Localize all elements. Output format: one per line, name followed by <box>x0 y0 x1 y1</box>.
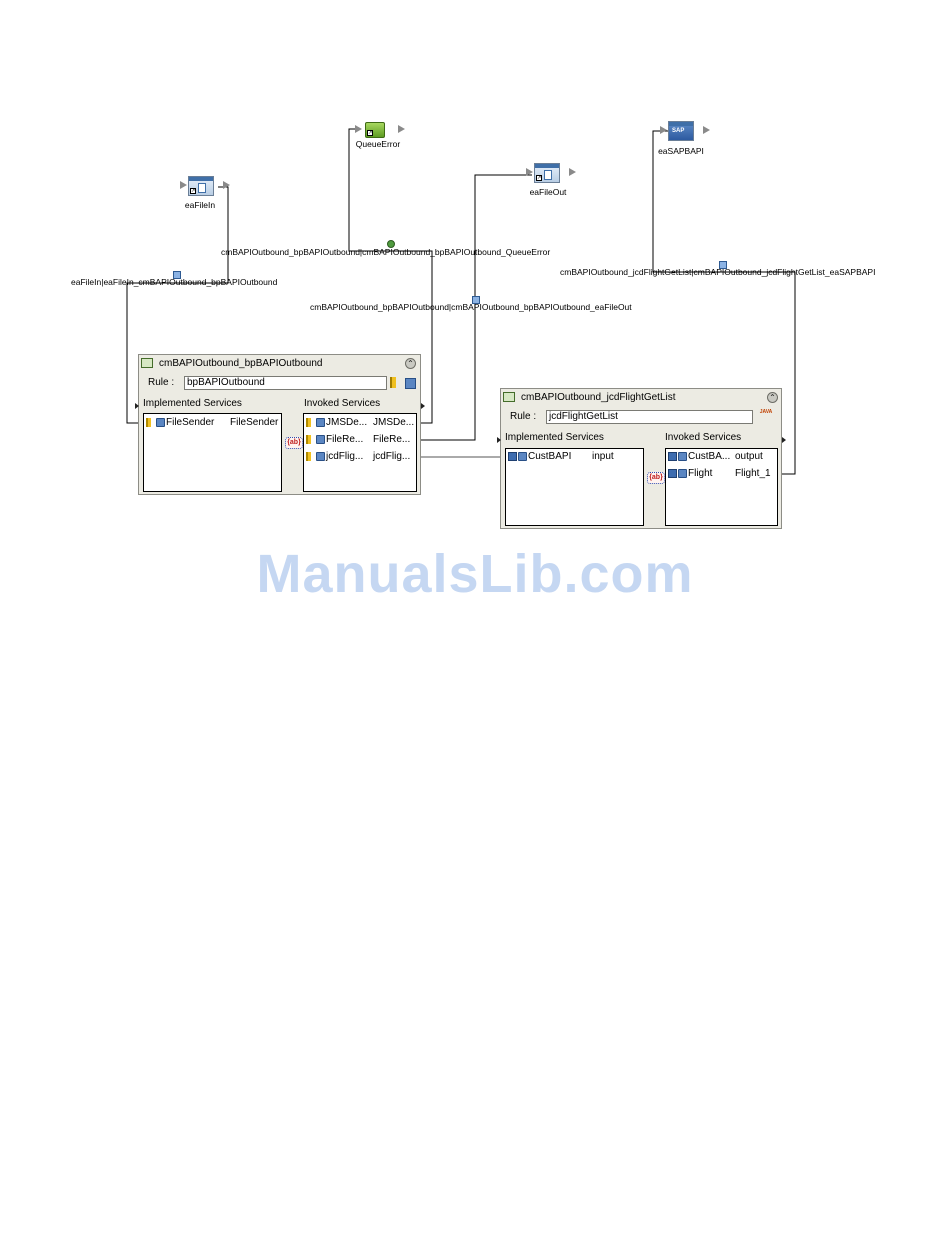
input-port-icon <box>660 126 667 134</box>
queueerror-label: QueueError <box>355 139 401 149</box>
mapping-icon[interactable]: {ab} <box>285 437 303 449</box>
invoked-services-label: Invoked Services <box>304 398 381 409</box>
service-icon <box>316 451 325 461</box>
connection-label-queueerror[interactable]: cmBAPIOutbound_bpBAPIOutbound|cmBAPIOutb… <box>221 247 551 257</box>
connector-badge-icon[interactable] <box>387 240 395 248</box>
connector-badge-icon[interactable] <box>173 271 181 279</box>
rule-field[interactable]: bpBAPIOutbound <box>184 376 387 390</box>
collapse-icon[interactable]: ⌃ <box>767 392 778 403</box>
file-adapter-icon: ↗ <box>188 176 214 196</box>
connection-label-easapbapi[interactable]: cmBAPIOutbound_jcdFlightGetList|cmBAPIOu… <box>560 267 876 277</box>
panel-port-icon[interactable] <box>782 437 786 443</box>
service-icon <box>678 451 687 461</box>
invoked-services-list[interactable]: JMSDe... JMSDe... FileRe... FileRe... jc… <box>303 413 417 492</box>
service-tree-icon <box>306 434 315 444</box>
queueerror-node[interactable]: ↗ <box>355 120 405 142</box>
eafilein-node[interactable]: ↗ <box>180 176 230 198</box>
invoked-services-label: Invoked Services <box>665 432 742 443</box>
line-easapbapi <box>652 130 796 475</box>
connector-badge-icon[interactable] <box>472 296 480 304</box>
java-collaboration-icon[interactable]: JAVA <box>759 409 773 415</box>
service-icon <box>518 451 527 461</box>
service-icon <box>316 434 325 444</box>
output-port-icon <box>569 168 576 176</box>
list-item[interactable]: jcdFlig... jcdFlig... <box>306 450 416 464</box>
implemented-services-list[interactable]: FileSender FileSender <box>143 413 282 492</box>
easapbapi-label: eaSAPBAPI <box>658 146 704 156</box>
collaboration-panel-bpbapioutbound[interactable]: cmBAPIOutbound_bpBAPIOutbound ⌃ Rule : b… <box>138 354 421 495</box>
watermark: ManualsLib.com <box>256 544 694 604</box>
easapbapi-node[interactable]: SAP <box>660 121 710 143</box>
service-tree-icon <box>668 451 677 461</box>
business-process-icon[interactable] <box>390 377 401 388</box>
service-tree-icon <box>508 451 517 461</box>
eafileout-label: eaFileOut <box>529 187 567 197</box>
collaboration-icon <box>503 392 515 402</box>
service-tree-icon <box>146 417 155 427</box>
input-port-icon <box>526 168 533 176</box>
panel-port-icon[interactable] <box>497 437 501 443</box>
panel-port-icon[interactable] <box>135 403 139 409</box>
panel-title: cmBAPIOutbound_bpBAPIOutbound <box>159 358 323 369</box>
input-port-icon <box>355 125 362 133</box>
eafilein-label: eaFileIn <box>184 200 216 210</box>
sap-adapter-icon: SAP <box>668 121 694 141</box>
service-tree-icon <box>306 451 315 461</box>
list-item[interactable]: CustBA... output <box>668 450 777 464</box>
file-adapter-icon: ↗ <box>534 163 560 183</box>
output-port-icon <box>398 125 405 133</box>
line-queueerror <box>348 128 433 424</box>
input-port-icon <box>180 181 187 189</box>
service-icon <box>316 417 325 427</box>
output-port-icon <box>223 181 230 189</box>
rule-field[interactable]: jcdFlightGetList <box>546 410 753 424</box>
rule-label: Rule : <box>510 411 537 422</box>
implemented-services-list[interactable]: CustBAPI input <box>505 448 644 526</box>
implemented-services-label: Implemented Services <box>505 432 604 443</box>
edit-rule-icon[interactable] <box>405 378 416 389</box>
panel-port-icon[interactable] <box>421 403 425 409</box>
panel-title: cmBAPIOutbound_jcdFlightGetList <box>521 392 676 403</box>
list-item[interactable]: CustBAPI input <box>508 450 643 464</box>
eafileout-node[interactable]: ↗ <box>526 163 576 185</box>
service-tree-icon <box>306 417 315 427</box>
collaboration-panel-jcdflightgetlist[interactable]: cmBAPIOutbound_jcdFlightGetList ⌃ Rule :… <box>500 388 782 529</box>
list-item[interactable]: Flight Flight_1 <box>668 467 777 481</box>
connection-label-eafileout[interactable]: cmBAPIOutbound_bpBAPIOutbound|cmBAPIOutb… <box>310 302 632 312</box>
connector-badge-icon[interactable] <box>719 261 727 269</box>
connection-label-eafilein[interactable]: eaFileIn|eaFileIn_cmBAPIOutbound_bpBAPIO… <box>71 277 278 287</box>
service-icon <box>156 417 165 427</box>
service-tree-icon <box>668 468 677 478</box>
rule-label: Rule : <box>148 377 175 388</box>
implemented-services-label: Implemented Services <box>143 398 242 409</box>
service-icon <box>678 468 687 478</box>
list-item[interactable]: JMSDe... JMSDe... <box>306 416 416 430</box>
list-item[interactable]: FileRe... FileRe... <box>306 433 416 447</box>
list-item[interactable]: FileSender FileSender <box>146 416 281 430</box>
collapse-icon[interactable]: ⌃ <box>405 358 416 369</box>
line-eafileout <box>421 174 532 441</box>
output-port-icon <box>703 126 710 134</box>
queue-icon: ↗ <box>365 122 385 138</box>
mapping-icon[interactable]: {ab} <box>647 472 665 484</box>
collaboration-icon <box>141 358 153 368</box>
invoked-services-list[interactable]: CustBA... output Flight Flight_1 <box>665 448 778 526</box>
